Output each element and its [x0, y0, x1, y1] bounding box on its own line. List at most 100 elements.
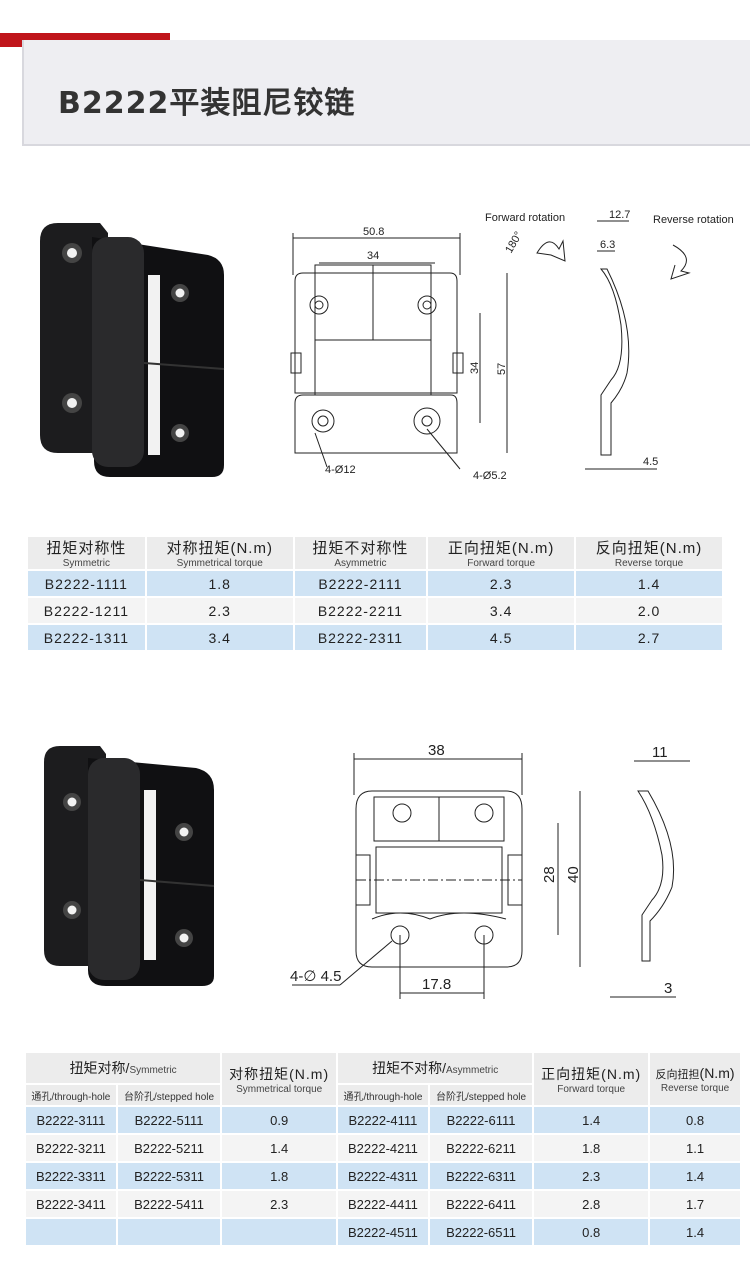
- dimension-label: 3: [664, 980, 672, 997]
- dimension-label: 40: [565, 866, 582, 883]
- table-cell: 2.8: [534, 1191, 649, 1217]
- table-cell: B2222-2111: [294, 571, 427, 596]
- label: 对称扭矩(N.m): [166, 540, 273, 557]
- table-cell: B2222-4511: [338, 1219, 428, 1245]
- label: Symmetrical torque: [176, 558, 263, 569]
- table-cell: B2222-6411: [429, 1191, 533, 1217]
- hinge-photo-1: [40, 223, 225, 477]
- dimension-label: 6.3: [600, 239, 615, 251]
- header-through-hole: 通孔/through-hole: [26, 1085, 116, 1105]
- label: 通孔/through-hole 台阶孔/stepped hole 通孔/thro…: [26, 1085, 740, 1105]
- table-cell: B2222-5211: [117, 1135, 221, 1161]
- dim-50-8: 50.8: [363, 226, 384, 238]
- table-cell: B2222-4111: [338, 1107, 428, 1133]
- dimension-label: 4-Ø5.2: [473, 470, 507, 482]
- label: Asymmetric: [334, 558, 387, 569]
- table-cell: B2222-6111: [429, 1107, 533, 1133]
- table-cell: B2222-1311: [28, 625, 145, 650]
- dimension-label: 34: [367, 250, 379, 262]
- table-cell: 2.3: [146, 598, 293, 623]
- dimension-label: 4-∅ 4.5: [290, 968, 341, 985]
- table-cell: B2222-1211: [28, 598, 145, 623]
- label: Reverse torque: [614, 558, 684, 569]
- table-cell: B2222-6511: [429, 1219, 533, 1245]
- header-stepped-hole-2: 台阶孔/stepped hole: [429, 1085, 533, 1105]
- table-cell: 1.8: [534, 1135, 649, 1161]
- dimension-label: 4.5: [643, 456, 658, 468]
- label: 对称扭矩(N.m): [229, 1065, 330, 1082]
- label: Symmetrical torque: [236, 1083, 323, 1095]
- page-title: B2222平装阻尼铰链: [58, 86, 356, 121]
- label: 正向扭矩(N.m): [447, 540, 555, 557]
- table-cell: 0.8: [650, 1107, 740, 1133]
- label: 扭矩对称/: [69, 1060, 130, 1076]
- table-cell: 1.8: [146, 571, 293, 596]
- table-cell: 1.8: [222, 1163, 337, 1189]
- label: 扭矩不对称/: [372, 1060, 446, 1076]
- table-cell: B2222-5111: [117, 1107, 221, 1133]
- technical-drawing-1: 50.8 34 34 57 4-Ø12 4-Ø5.2 Forward rotat…: [290, 209, 734, 482]
- forward-rotation-label: Forward rotation: [485, 212, 565, 224]
- table-cell: 1.4: [650, 1219, 740, 1245]
- hinge-photo-2: [44, 746, 215, 986]
- table-cell: [117, 1219, 221, 1245]
- table-cell: 1.4: [576, 571, 722, 596]
- label: Asymmetric: [445, 1065, 499, 1076]
- table-cell: 2.3: [428, 571, 575, 596]
- table-cell: B2222-4211: [338, 1135, 428, 1161]
- table-cell: B2222-3411: [26, 1191, 116, 1217]
- header-reverse-torque: 反向扭担(N.m)Reverse torque: [650, 1053, 740, 1105]
- dimension-label: 12.7: [609, 209, 630, 221]
- header-symmetric-torque: 对称扭矩(N.m)Symmetrical torque: [222, 1053, 337, 1105]
- dimension-label: 180°: [503, 230, 525, 256]
- torque-table-2: 扭矩对称/Symmetric 对称扭矩(N.m)Symmetrical torq…: [24, 1051, 742, 1247]
- header-forward-torque: 正向扭矩(N.m)Forward torque: [534, 1053, 649, 1105]
- table-cell: B2222-4411: [338, 1191, 428, 1217]
- dimension-label: 4-Ø12: [325, 464, 356, 476]
- table-cell: B2222-4311: [338, 1163, 428, 1189]
- table-cell: 0.8: [534, 1219, 649, 1245]
- dimension-label: 11: [652, 744, 668, 761]
- table-cell: 1.4: [534, 1107, 649, 1133]
- table-cell: 3.4: [428, 598, 575, 623]
- label: 扭矩对称性: [46, 540, 127, 557]
- table-cell: B2222-2211: [294, 598, 427, 623]
- header-through-hole-2: 通孔/through-hole: [338, 1085, 428, 1105]
- table-cell: 2.7: [576, 625, 722, 650]
- label: 扭矩对称/Symmetric 对称扭矩(N.m)Symmetrical torq…: [26, 1053, 740, 1105]
- dimension-label: 38: [428, 742, 445, 759]
- label: Symmetric: [129, 1065, 177, 1076]
- table-cell: 2.3: [222, 1191, 337, 1217]
- label: Reverse torque: [660, 1082, 730, 1094]
- table-cell: 2.3: [534, 1163, 649, 1189]
- dimension-label: 57: [496, 363, 508, 375]
- table-cell: [26, 1219, 116, 1245]
- table-cell: B2222-3211: [26, 1135, 116, 1161]
- label: 反向扭矩(N.m): [595, 540, 703, 557]
- table-cell: B2222-5311: [117, 1163, 221, 1189]
- header-symmetric-group: 扭矩对称/Symmetric: [26, 1053, 221, 1083]
- header-asymmetric-group: 扭矩不对称/Asymmetric: [338, 1053, 533, 1083]
- table-cell: 1.1: [650, 1135, 740, 1161]
- table-cell: 3.4: [146, 625, 293, 650]
- label: 反向扭担: [655, 1068, 700, 1081]
- table-cell: B2222-6311: [429, 1163, 533, 1189]
- table-cell: 4.5: [428, 625, 575, 650]
- dimension-label: 17.8: [422, 976, 451, 993]
- table-cell: B2222-2311: [294, 625, 427, 650]
- label: Forward torque: [557, 1083, 626, 1095]
- table-cell: [222, 1219, 337, 1245]
- table-cell: 1.4: [222, 1135, 337, 1161]
- title-banner: B2222平装阻尼铰链: [22, 40, 750, 146]
- header-symmetric-torque: 对称扭矩(N.m)Symmetrical torque: [146, 537, 293, 569]
